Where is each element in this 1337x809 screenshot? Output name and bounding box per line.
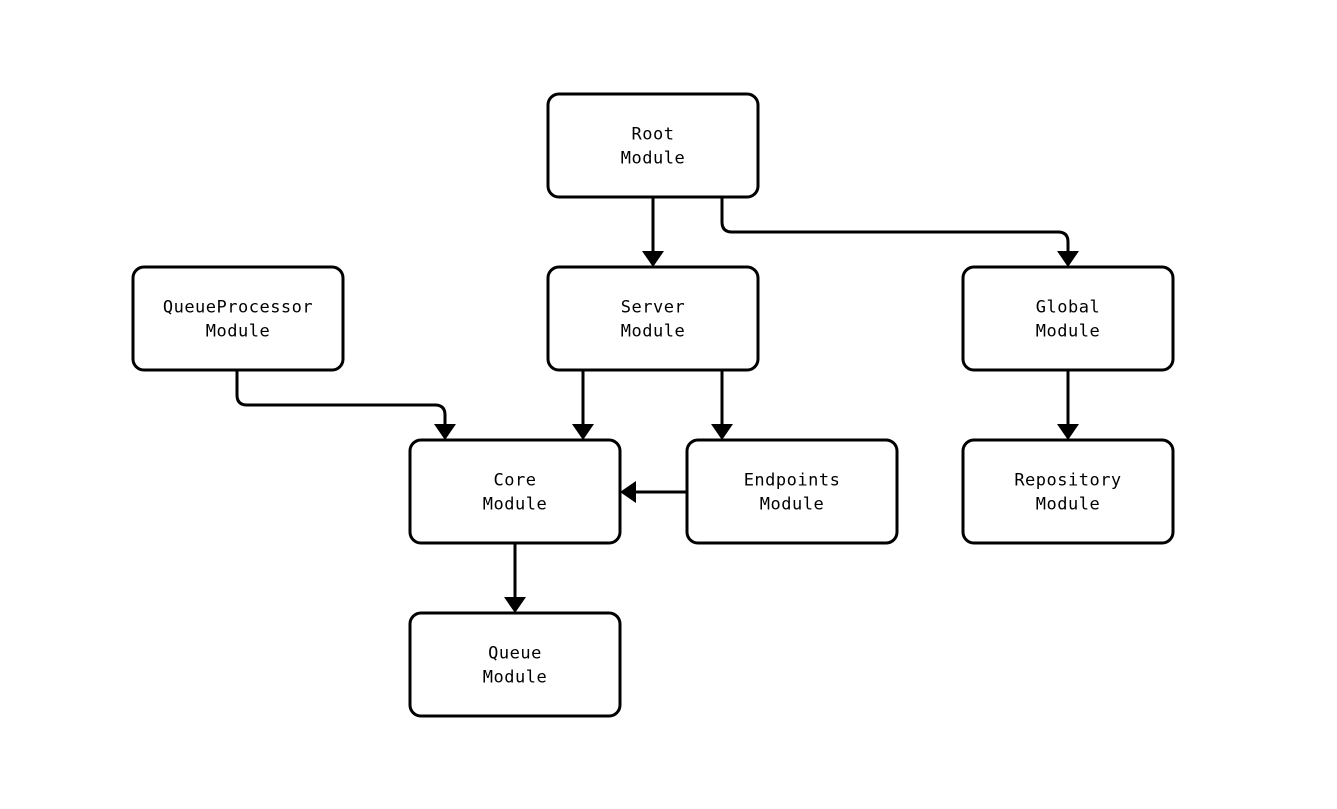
arrowhead-icon [1057, 424, 1079, 440]
node-label-line2-global: Module [1036, 322, 1100, 342]
edge-root-to-server [642, 197, 664, 267]
node-label-line1-server: Server [621, 298, 685, 318]
edges-layer [235, 197, 1079, 613]
node-box-queue[interactable] [408, 611, 622, 718]
node-label-line1-queueprocessor: QueueProcessor [163, 298, 313, 318]
node-label-line1-global: Global [1036, 298, 1100, 318]
node-label-line2-core: Module [483, 495, 547, 515]
node-label-line2-root: Module [621, 149, 685, 169]
node-box-core[interactable] [408, 438, 622, 545]
node-label-line1-endpoints: Endpoints [744, 471, 841, 491]
edge-server-to-core [572, 370, 594, 440]
edge-line [235, 370, 447, 425]
arrowhead-icon [434, 424, 456, 440]
arrowhead-icon [504, 597, 526, 613]
node-label-line2-endpoints: Module [760, 495, 824, 515]
arrowhead-icon [620, 481, 636, 503]
node-box-global[interactable] [961, 265, 1175, 372]
node-label-line2-queueprocessor: Module [206, 322, 270, 342]
edge-root-to-global [720, 197, 1079, 267]
node-box-server[interactable] [546, 265, 760, 372]
node-box-repository[interactable] [961, 438, 1175, 545]
node-box-endpoints[interactable] [685, 438, 899, 545]
arrowhead-icon [711, 424, 733, 440]
edge-core-to-queue [504, 543, 526, 613]
edge-queueprocessor-to-core [235, 370, 456, 440]
node-label-line2-queue: Module [483, 668, 547, 688]
edge-endpoints-to-core [620, 481, 687, 503]
node-label-line2-server: Module [621, 322, 685, 342]
node-label-line1-queue: Queue [488, 644, 542, 664]
node-label-line1-repository: Repository [1014, 471, 1121, 491]
node-label-line1-core: Core [494, 471, 537, 491]
node-label-line1-root: Root [632, 125, 675, 145]
node-box-queueprocessor[interactable] [131, 265, 345, 372]
arrowhead-icon [572, 424, 594, 440]
edge-line [720, 197, 1070, 252]
edge-server-to-endpoints [711, 370, 733, 440]
arrowhead-icon [642, 251, 664, 267]
arrowhead-icon [1057, 251, 1079, 267]
nodes-layer: RootModuleQueueProcessorModuleServerModu… [131, 92, 1175, 718]
node-label-line2-repository: Module [1036, 495, 1100, 515]
edge-global-to-repository [1057, 370, 1079, 440]
node-box-root[interactable] [546, 92, 760, 199]
